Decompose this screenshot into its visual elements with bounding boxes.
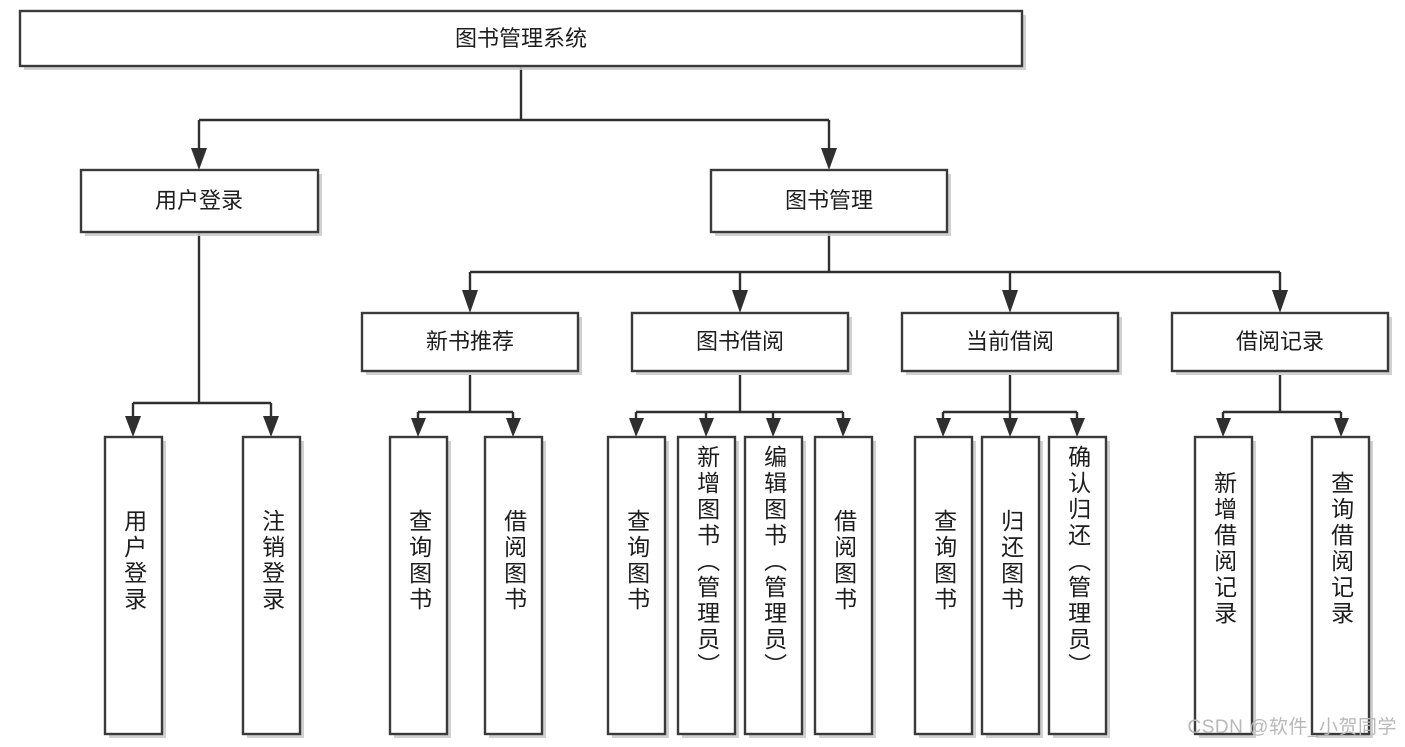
current-borrow-label: 当前借阅 — [966, 329, 1054, 354]
leaf-node-current-borrow-2[interactable] — [1047, 435, 1110, 738]
arrow-head-book-borrow — [732, 290, 748, 313]
new-book-label: 新书推荐 — [426, 329, 514, 354]
leaf-node-new-book-1[interactable] — [483, 435, 546, 738]
arrow-head-borrow-record — [1272, 290, 1288, 313]
node-book-management[interactable]: 图书管理 — [709, 168, 951, 236]
book-borrow-label: 图书借阅 — [696, 329, 784, 354]
current-borrow-box — [900, 311, 1120, 373]
leaf-node-current-borrow-0[interactable] — [913, 435, 976, 738]
user-login-box — [79, 168, 320, 234]
arrow-head-leaf-cb-0 — [936, 418, 951, 437]
root-label: 图书管理系统 — [455, 26, 587, 51]
arrow-head-leaf-bb-3 — [836, 418, 851, 437]
book-management-box — [709, 168, 949, 234]
arrow-head-leaf-bb-0 — [629, 418, 644, 437]
arrow-head-leaf-br-1 — [1334, 418, 1349, 437]
arrow-head-leaf-br-0 — [1216, 418, 1231, 437]
borrow-record-label: 借阅记录 — [1236, 329, 1324, 354]
leaf-node-borrow-record-0[interactable] — [1193, 435, 1256, 738]
node-borrow-record[interactable]: 借阅记录 — [1170, 311, 1392, 375]
leaf-node-user-login-0[interactable] — [103, 435, 166, 738]
arrow-head-user-login — [191, 148, 207, 170]
arrow-head-new-book — [462, 290, 478, 313]
node-new-book-recommend[interactable]: 新书推荐 — [360, 311, 582, 375]
leaf-node-book-borrow-2[interactable] — [743, 435, 806, 738]
arrow-head-leaf-bb-2 — [766, 418, 781, 437]
arrow-head-leaf-ul-1 — [263, 416, 279, 437]
node-book-borrow[interactable]: 图书借阅 — [630, 311, 852, 375]
leaf-node-user-login-1[interactable] — [241, 435, 304, 738]
leaf-node-book-borrow-1[interactable] — [676, 435, 739, 738]
leaf-node-new-book-0[interactable] — [388, 435, 451, 738]
arrow-head-leaf-bb-1 — [699, 418, 714, 437]
leaf-node-book-borrow-0[interactable] — [606, 435, 669, 738]
node-user-login[interactable]: 用户登录 — [79, 168, 322, 236]
arrow-head-leaf-cb-1 — [1003, 418, 1018, 437]
leaf-node-current-borrow-1[interactable] — [980, 435, 1043, 738]
root-box — [18, 9, 1024, 68]
arrow-head-current-borrow — [1002, 290, 1018, 313]
leaf-node-book-borrow-3[interactable] — [813, 435, 876, 738]
arrow-head-leaf-nb-1 — [506, 418, 521, 437]
node-root-book-management-system[interactable]: 图书管理系统 — [18, 9, 1026, 70]
arrow-head-leaf-nb-0 — [411, 418, 426, 437]
user-login-label: 用户登录 — [155, 188, 243, 213]
leaf-node-borrow-record-1[interactable] — [1310, 435, 1373, 738]
book-management-label: 图书管理 — [785, 188, 873, 213]
new-book-box — [360, 311, 580, 373]
leaf-boxes-group — [103, 435, 1373, 738]
arrow-head-book-manage — [821, 148, 837, 170]
borrow-record-box — [1170, 311, 1390, 373]
arrow-head-leaf-ul-0 — [125, 416, 141, 437]
node-current-borrow[interactable]: 当前借阅 — [900, 311, 1122, 375]
arrow-head-leaf-cb-2 — [1070, 418, 1085, 437]
connectors-group — [125, 66, 1349, 437]
book-borrow-box — [630, 311, 850, 373]
